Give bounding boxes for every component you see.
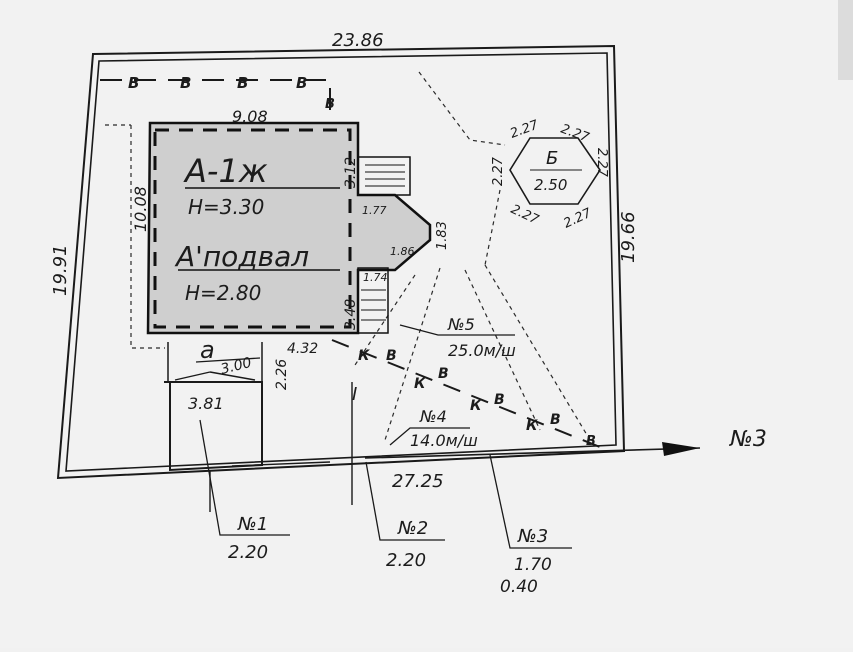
diag-b-5: В xyxy=(586,434,596,449)
dashed-fences xyxy=(105,71,591,441)
dim-bay-a: 1.86 xyxy=(390,245,415,258)
dim-house-lower-side: 3.48 xyxy=(343,299,359,330)
dim-plot-bottom: 27.25 xyxy=(392,471,444,492)
callout-n5-num: №5 xyxy=(447,315,475,334)
dim-annex-gap: 4.32 xyxy=(287,341,318,357)
callout-n2: №2 2.20 xyxy=(365,461,445,571)
callout-n1: №1 2.20 xyxy=(199,419,290,563)
diag-k-4: К xyxy=(526,418,538,434)
diag-k-2: К xyxy=(414,376,426,392)
callout-n3: №3 1.70 0.40 xyxy=(489,454,572,597)
callout-n2-value: 2.20 xyxy=(386,550,426,571)
dim-step-lower: 1.74 xyxy=(363,271,388,284)
diag-b-4: В xyxy=(550,412,561,428)
dim-plot-right: 19.66 xyxy=(618,211,639,263)
page-edge xyxy=(838,0,853,80)
callout-n3-num: №3 xyxy=(517,526,548,547)
callout-n2-num: №2 xyxy=(397,518,428,539)
diag-b-1: В xyxy=(386,348,397,364)
diag-k-1: К xyxy=(358,348,370,364)
building-height-1: Н=3.30 xyxy=(188,195,264,219)
top-utility-line: В В В В В xyxy=(100,74,335,112)
dim-house-side: 3.12 xyxy=(343,157,359,188)
gate-label: I xyxy=(352,384,357,405)
dim-plot-top: 23.86 xyxy=(332,30,384,51)
porch-steps xyxy=(357,156,411,334)
dim-house-top: 9.08 xyxy=(232,107,268,126)
main-building xyxy=(146,121,432,335)
callout-n4-value: 14.0м/ш xyxy=(410,431,478,450)
dim-annex-top: 3.00 xyxy=(219,355,253,378)
diag-b-3: В xyxy=(494,392,505,408)
dim-plot-left: 19.91 xyxy=(50,244,71,296)
callout-n3-value2: 0.40 xyxy=(500,577,538,597)
direction-arrow: №3 xyxy=(364,427,767,459)
dim-annex-side: 2.26 xyxy=(274,359,290,390)
top-mark-4: В xyxy=(296,74,307,92)
callout-n1-value: 2.20 xyxy=(228,542,268,563)
diagonal-utility-line: К В К В К В К В В xyxy=(331,339,601,449)
callout-n1-num: №1 xyxy=(237,514,268,535)
annex-label: а xyxy=(200,336,215,364)
callout-n4-num: №4 xyxy=(419,407,447,426)
top-mark-1: В xyxy=(128,74,139,92)
pavilion-letter: Б xyxy=(546,148,558,169)
pavilion-side-r: 2.27 xyxy=(594,148,609,178)
pavilion-side-l: 2.27 xyxy=(491,156,506,186)
building-height-2: Н=2.80 xyxy=(185,281,261,305)
building-label-2: А'подвал xyxy=(174,240,309,273)
dim-step-upper: 1.77 xyxy=(362,204,387,217)
callout-n5: №5 25.0м/ш xyxy=(399,315,516,360)
callout-n4: №4 14.0м/ш xyxy=(389,407,478,450)
dim-bay-b: 1.83 xyxy=(435,221,450,250)
dim-annex-width: 3.81 xyxy=(188,394,224,413)
building-label-1: А-1ж xyxy=(183,152,268,190)
arrow-label: №3 xyxy=(729,427,767,452)
dim-house-left: 10.08 xyxy=(131,186,150,232)
annex-a xyxy=(164,342,331,472)
top-mark-3: В xyxy=(237,74,248,92)
top-mark-2: В xyxy=(180,74,191,92)
diag-b-2: В xyxy=(438,366,449,382)
callout-n3-value1: 1.70 xyxy=(514,555,552,575)
diag-k-3: К xyxy=(470,398,482,414)
pavilion-value: 2.50 xyxy=(534,176,567,194)
callout-n5-value: 25.0м/ш xyxy=(448,341,516,360)
top-mark-5: В xyxy=(325,97,335,112)
